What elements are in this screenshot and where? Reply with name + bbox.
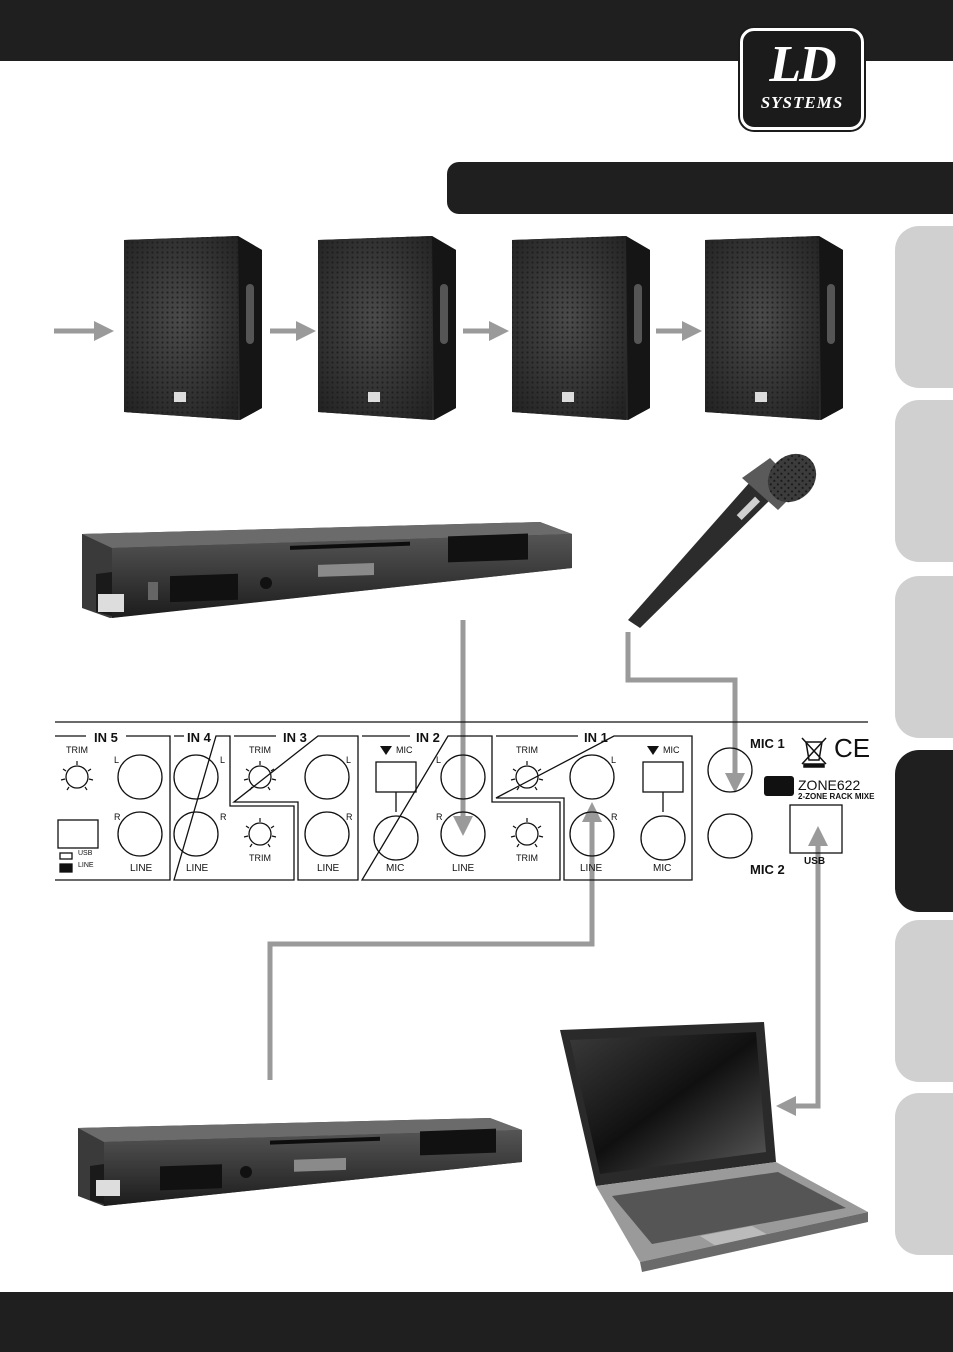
in2-l-label: L: [436, 755, 441, 765]
in2-label: IN 2: [416, 730, 440, 745]
in1-mic-pad-label: MIC: [663, 745, 680, 755]
cd-to-in1-arrow: [270, 812, 592, 1080]
weee-icon: [802, 738, 826, 767]
in2-trim-label: TRIM: [516, 853, 538, 863]
microphone: [628, 444, 826, 628]
bottom-footer-bar: [0, 1292, 953, 1352]
in3-trim-top-label: TRIM: [249, 745, 271, 755]
in1-trim-label: TRIM: [516, 745, 538, 755]
small-ld-logo: [764, 776, 794, 796]
in2-jacks: [374, 755, 538, 860]
trim-ticks: [61, 761, 543, 847]
mic2-jack: [708, 814, 752, 858]
in5-line-switch-label: LINE: [78, 862, 94, 869]
in1-label: IN 1: [584, 730, 608, 745]
in2-r-label: R: [436, 812, 443, 822]
in1-l-label: L: [611, 755, 616, 765]
in1-jacks: [516, 755, 685, 860]
in5-trim-label: TRIM: [66, 745, 88, 755]
in4-label: IN 4: [187, 730, 211, 745]
in1-mic-label: MIC: [653, 863, 671, 874]
in4-r-label: R: [220, 812, 227, 822]
usb-label: USB: [804, 856, 825, 867]
in3-l-label: L: [346, 755, 351, 765]
mic1-jack: [708, 748, 752, 792]
ce-mark: CE: [834, 733, 870, 764]
cd-player-bottom: [78, 1118, 522, 1206]
in5-label: IN 5: [94, 730, 118, 745]
mic-to-mic1-arrow: [628, 632, 735, 783]
in5-jacks: [58, 755, 162, 872]
in5-line-label: LINE: [130, 863, 152, 874]
in2-line-label: LINE: [452, 863, 474, 874]
mic2-label: MIC 2: [750, 862, 785, 877]
in3-r-label: R: [346, 812, 353, 822]
speaker-4: [705, 236, 843, 420]
in1-r-label: R: [611, 812, 618, 822]
laptop-to-usb-arrow: [786, 836, 818, 1106]
speaker-3: [512, 236, 650, 420]
in3-line-label: LINE: [317, 863, 339, 874]
speaker-1: [124, 236, 262, 420]
laptop: [560, 1022, 868, 1272]
model-subtitle: 2-ZONE RACK MIXE: [798, 792, 874, 801]
in3-trim-bottom-label: TRIM: [249, 853, 271, 863]
model-name: ZONE622: [798, 777, 860, 793]
in5-l-label: L: [114, 755, 119, 765]
in1-line-label: LINE: [580, 863, 602, 874]
speaker-2: [318, 236, 456, 420]
in4-line-label: LINE: [186, 863, 208, 874]
in4-l-label: L: [220, 755, 225, 765]
in5-usb-switch-label: USB: [78, 850, 92, 857]
in2-mic-label: MIC: [386, 863, 404, 874]
in3-label: IN 3: [283, 730, 307, 745]
in2-mic-pad-label: MIC: [396, 745, 413, 755]
in5-r-label: R: [114, 812, 121, 822]
mic1-label: MIC 1: [750, 736, 785, 751]
cd-player-top: [82, 522, 572, 618]
